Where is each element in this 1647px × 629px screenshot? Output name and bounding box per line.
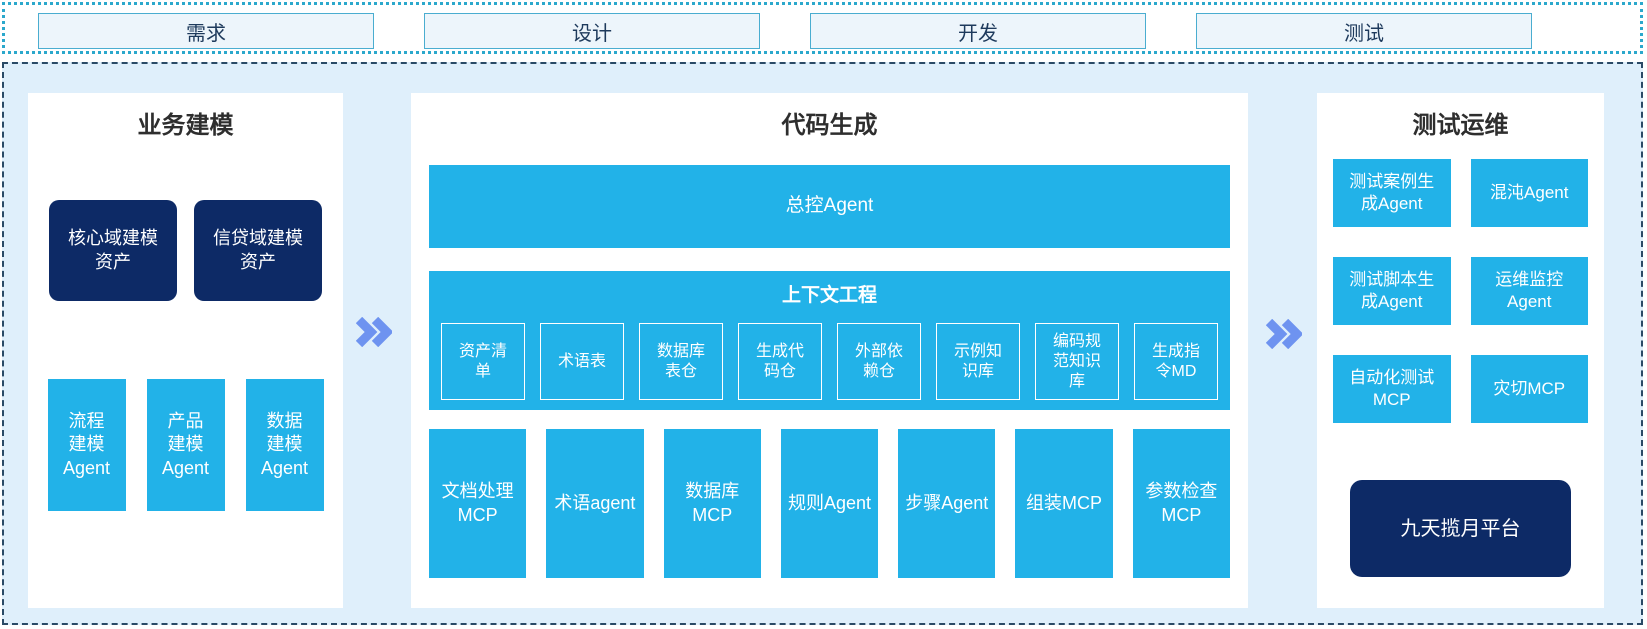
database-mcp-box: 数据库 MCP bbox=[663, 429, 761, 578]
double-chevron-right-icon bbox=[355, 316, 394, 348]
test-ops-row: 自动化测试 MCP 灾切MCP bbox=[1333, 355, 1588, 423]
core-domain-asset-box: 核心域建模 资产 bbox=[49, 200, 177, 301]
credit-domain-asset-box: 信贷域建模 资产 bbox=[194, 200, 322, 301]
param-check-mcp-box: 参数检查 MCP bbox=[1132, 429, 1230, 578]
doc-processing-mcp-box: 文档处理 MCP bbox=[429, 429, 527, 578]
test-ops-title: 测试运维 bbox=[1412, 112, 1509, 139]
test-ops-row: 测试案例生 成Agent 混沌Agent bbox=[1333, 159, 1588, 227]
modeling-agents-row: 流程 建模 Agent 产品 建模 Agent 数据 建模 Agent bbox=[28, 379, 343, 511]
context-item-generation-instruction-md: 生成指 令MD bbox=[1134, 323, 1218, 400]
process-modeling-agent-box: 流程 建模 Agent bbox=[47, 379, 126, 511]
terminology-agent-box: 术语agent bbox=[546, 429, 644, 578]
phase-box-design: 设计 bbox=[424, 13, 760, 49]
product-modeling-agent-box: 产品 建模 Agent bbox=[146, 379, 225, 511]
context-item-asset-list: 资产清 单 bbox=[441, 323, 525, 400]
tools-row: 文档处理 MCP 术语agent 数据库 MCP 规则Agent 步骤Agent… bbox=[429, 429, 1230, 578]
jiutian-platform-box: 九天揽月平台 bbox=[1350, 480, 1571, 577]
flow-arrow-icon bbox=[355, 316, 394, 348]
context-item-generated-code-repo: 生成代 码仓 bbox=[738, 323, 822, 400]
context-item-db-table-repo: 数据库 表仓 bbox=[639, 323, 723, 400]
auto-test-mcp-box: 自动化测试 MCP bbox=[1333, 355, 1451, 423]
double-chevron-right-icon bbox=[1265, 318, 1304, 350]
test-case-gen-agent-box: 测试案例生 成Agent bbox=[1333, 159, 1451, 227]
business-modeling-panel: 业务建模 核心域建模 资产 信贷域建模 资产 流程 建模 Agent 产品 建模… bbox=[28, 93, 343, 608]
test-ops-grid: 测试案例生 成Agent 混沌Agent 测试脚本生 成Agent 运维监控 A… bbox=[1333, 159, 1588, 423]
test-script-gen-agent-box: 测试脚本生 成Agent bbox=[1333, 257, 1451, 325]
phase-box-development: 开发 bbox=[810, 13, 1146, 49]
main-diagram-area: 业务建模 核心域建模 资产 信贷域建模 资产 流程 建模 Agent 产品 建模… bbox=[2, 62, 1643, 625]
data-modeling-agent-box: 数据 建模 Agent bbox=[245, 379, 324, 511]
context-item-example-knowledge-base: 示例知 识库 bbox=[936, 323, 1020, 400]
test-ops-panel: 测试运维 测试案例生 成Agent 混沌Agent 测试脚本生 成Agent 运… bbox=[1317, 93, 1604, 608]
context-engineering-block: 上下文工程 资产清 单 术语表 数据库 表仓 生成代 码仓 外部依 赖仓 示例知… bbox=[429, 271, 1230, 410]
phase-strip: 需求 设计 开发 测试 bbox=[2, 2, 1643, 54]
flow-arrow-icon bbox=[1265, 318, 1304, 350]
context-engineering-title: 上下文工程 bbox=[781, 285, 877, 306]
phase-box-testing: 测试 bbox=[1196, 13, 1532, 49]
rule-agent-box: 规则Agent bbox=[780, 429, 879, 578]
assembly-mcp-box: 组装MCP bbox=[1015, 429, 1113, 578]
test-ops-row: 测试脚本生 成Agent 运维监控 Agent bbox=[1333, 257, 1588, 325]
step-agent-box: 步骤Agent bbox=[898, 429, 996, 578]
chaos-agent-box: 混沌Agent bbox=[1470, 159, 1588, 227]
context-item-glossary: 术语表 bbox=[540, 323, 624, 400]
phase-box-requirements: 需求 bbox=[38, 13, 374, 49]
code-generation-title: 代码生成 bbox=[781, 112, 878, 139]
modeling-assets-row: 核心域建模 资产 信贷域建模 资产 bbox=[28, 200, 343, 301]
ops-monitor-agent-box: 运维监控 Agent bbox=[1470, 257, 1588, 325]
master-control-agent-bar: 总控Agent bbox=[429, 165, 1230, 248]
context-items-row: 资产清 单 术语表 数据库 表仓 生成代 码仓 外部依 赖仓 示例知 识库 编码… bbox=[441, 323, 1218, 400]
context-item-coding-standard-knowledge-base: 编码规 范知识 库 bbox=[1035, 323, 1119, 400]
business-modeling-title: 业务建模 bbox=[137, 112, 234, 139]
code-generation-panel: 代码生成 总控Agent 上下文工程 资产清 单 术语表 数据库 表仓 生成代 … bbox=[411, 93, 1248, 608]
context-item-external-dependency-repo: 外部依 赖仓 bbox=[837, 323, 921, 400]
disaster-switch-mcp-box: 灾切MCP bbox=[1470, 355, 1588, 423]
